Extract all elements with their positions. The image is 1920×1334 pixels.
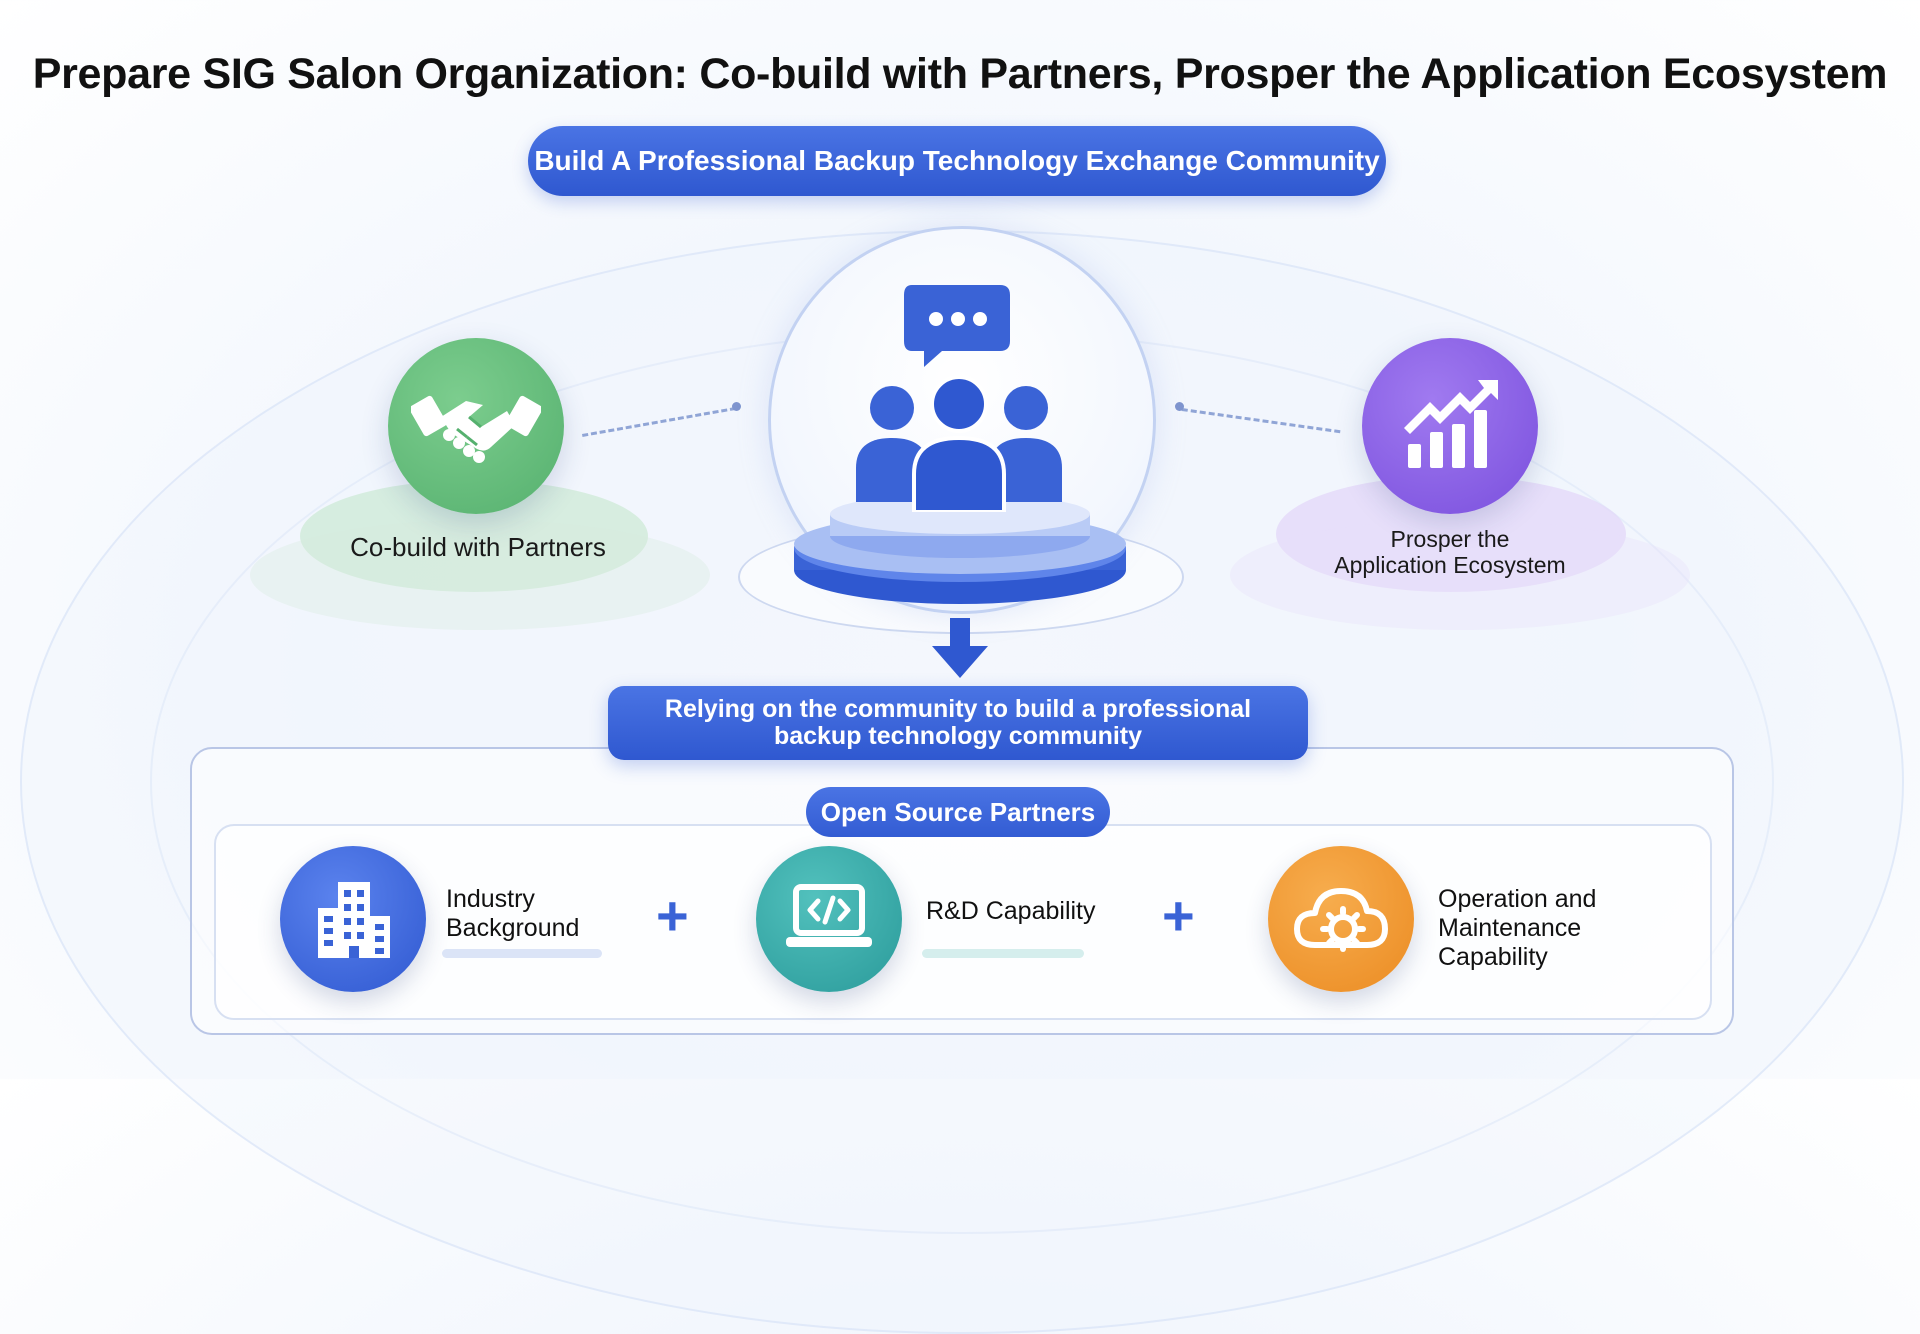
- operation-maintenance-circle: [1268, 846, 1414, 992]
- open-source-partners-badge: Open Source Partners: [806, 787, 1110, 837]
- right-node-base-shadow: [1230, 520, 1690, 630]
- growth-chart-icon: [1404, 380, 1498, 468]
- left-node-base-shadow: [250, 520, 710, 630]
- plus-separator-1: +: [656, 884, 689, 947]
- plus-separator-2: +: [1162, 884, 1195, 947]
- chat-bubble-icon: [904, 285, 1010, 367]
- podium-icon: [794, 500, 1126, 604]
- rd-capability-underline: [922, 949, 1084, 958]
- right-node-label-line2: Application Ecosystem: [1334, 552, 1566, 578]
- left-node-label: Co-build with Partners: [350, 532, 606, 562]
- building-icon: [318, 882, 390, 958]
- code-laptop-icon: [786, 884, 872, 947]
- left-node-circle: [388, 338, 564, 514]
- right-connector-dot: [1175, 402, 1184, 411]
- community-banner: Build A Professional Backup Technology E…: [528, 126, 1386, 196]
- industry-background-label-1: Industry: [446, 885, 535, 913]
- right-node-label-line1: Prosper the: [1390, 526, 1510, 552]
- operation-maintenance-label-3: Capability: [1438, 943, 1548, 971]
- industry-background-underline: [442, 949, 602, 958]
- operation-maintenance-label-2: Maintenance: [1438, 914, 1582, 942]
- industry-background-label-2: Background: [446, 914, 580, 942]
- community-result-box: Relying on the community to build a prof…: [608, 686, 1308, 760]
- industry-background-circle: [280, 846, 426, 992]
- operation-maintenance-label-1: Operation and: [1438, 885, 1597, 913]
- handshake-icon: [411, 395, 541, 463]
- result-line-1: Relying on the community to build a prof…: [664, 695, 1252, 723]
- right-connector-line: [1181, 408, 1341, 434]
- down-arrow-icon: [932, 618, 988, 678]
- community-people-icon: [856, 376, 1062, 512]
- result-line-2: backup technology community: [773, 722, 1143, 750]
- cloud-gear-icon: [1294, 888, 1388, 952]
- left-connector-line: [582, 406, 737, 437]
- rd-capability-circle: [756, 846, 902, 992]
- left-connector-dot: [732, 402, 741, 411]
- rd-capability-label: R&D Capability: [926, 897, 1096, 925]
- page-title: Prepare SIG Salon Organization: Co-build…: [32, 50, 1888, 98]
- right-node-circle: [1362, 338, 1538, 514]
